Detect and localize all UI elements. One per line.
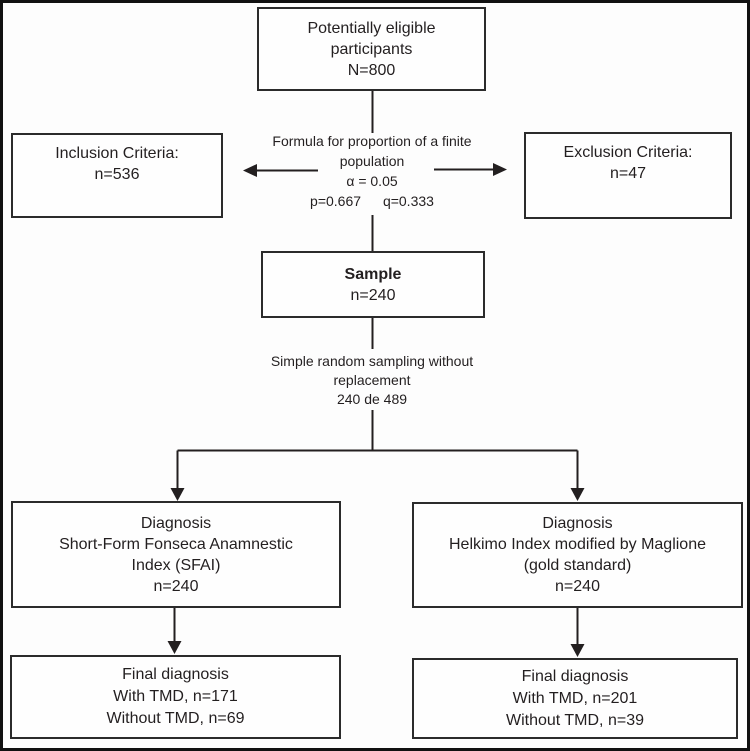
box-line: With TMD, n=171 (113, 688, 238, 705)
arrow-right-exclusion (434, 163, 507, 176)
sampling-annotation: Simple random sampling without replaceme… (222, 352, 522, 409)
box-line: Index (SFAI) (131, 556, 221, 574)
box-line: n=240 (153, 577, 199, 595)
annotation-line: population (339, 153, 405, 169)
formula-annotation: Formula for proportion of a finite popul… (222, 131, 522, 211)
inclusion-criteria-box: Inclusion Criteria: n=536 (11, 133, 223, 218)
box-line: Without TMD, n=69 (106, 710, 245, 727)
p-value-label: p=0.667 (310, 193, 362, 209)
box-line: Helkimo Index modified by Maglione (448, 536, 706, 553)
box-line: Exclusion Criteria: (563, 144, 693, 161)
box-line: Potentially eligible (307, 19, 436, 37)
annotation-line: α = 0.05 (346, 173, 398, 189)
arrow-down-final-helkimo (570, 608, 585, 657)
annotation-line: Formula for proportion of a finite (272, 133, 472, 149)
box-line: n=536 (94, 166, 140, 183)
annotation-line: replacement (333, 372, 411, 388)
annotation-line: Simple random sampling without (270, 353, 474, 369)
box-line: (gold standard) (523, 557, 632, 574)
box-line: n=47 (609, 165, 647, 182)
arrow-down-diagnosis-sfai (170, 450, 185, 501)
box-line: Final diagnosis (122, 666, 229, 683)
arrow-down-diagnosis-helkimo (570, 450, 585, 501)
sample-box: Sample n=240 (261, 251, 485, 318)
box-line: Without TMD, n=39 (506, 711, 644, 729)
eligible-participants-box: Potentially eligible participants N=800 (257, 7, 486, 91)
final-diagnosis-sfai-box: Final diagnosis With TMD, n=171 Without … (10, 655, 341, 739)
box-line: n=240 (350, 286, 396, 304)
box-line: Diagnosis (542, 515, 613, 532)
box-line: Short-Form Fonseca Anamnestic (59, 535, 293, 553)
diagnosis-sfai-box: Diagnosis Short-Form Fonseca Anamnestic … (11, 501, 341, 608)
box-line: Final diagnosis (521, 667, 629, 685)
box-line: participants (330, 40, 413, 58)
diagnosis-helkimo-box: Diagnosis Helkimo Index modified by Magl… (412, 502, 743, 608)
box-line: Inclusion Criteria: (55, 145, 179, 162)
q-value-label: q=0.333 (382, 193, 434, 209)
annotation-line: p=0.667 q=0.333 (222, 191, 522, 211)
box-line: With TMD, n=201 (512, 689, 638, 707)
box-line: Diagnosis (140, 514, 212, 532)
arrow-left-inclusion (243, 164, 318, 177)
exclusion-criteria-box: Exclusion Criteria: n=47 (524, 132, 732, 219)
final-diagnosis-helkimo-box: Final diagnosis With TMD, n=201 Without … (412, 658, 738, 739)
arrow-down-final-sfai (167, 608, 182, 654)
box-line: Sample (344, 265, 402, 283)
box-line: n=240 (555, 578, 600, 595)
box-line: N=800 (347, 61, 396, 79)
annotation-line: 240 de 489 (336, 391, 408, 407)
